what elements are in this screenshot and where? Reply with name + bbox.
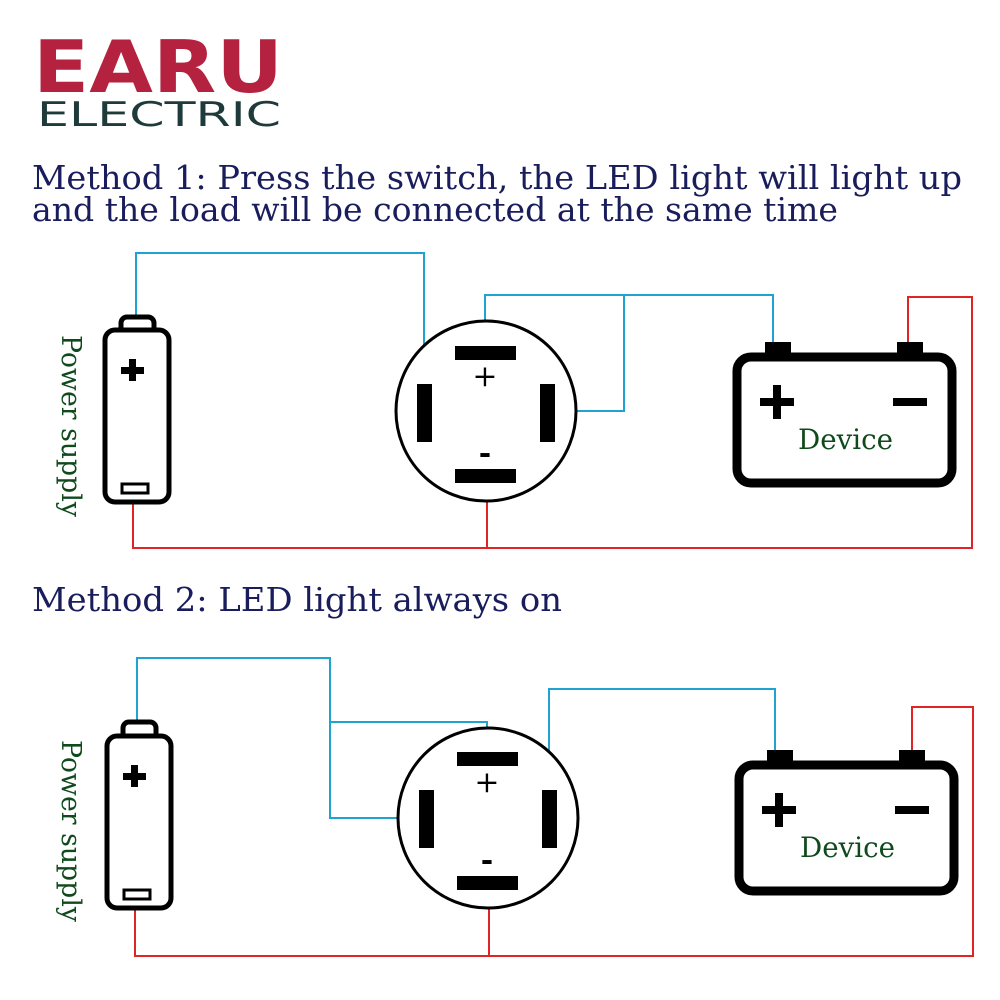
switch-plus-label: + (472, 359, 497, 394)
battery-icon (102, 314, 172, 505)
method-1-title-line-2: and the load will be connected at the sa… (32, 190, 838, 229)
method-1: Method 1: Press the switch, the LED ligh… (32, 158, 973, 549)
method-2: Method 2: LED light always on Power supp… (32, 580, 974, 957)
method-1-title-line-1: Method 1: Press the switch, the LED ligh… (32, 158, 962, 197)
brand-logo: EARU ELECTRIC (33, 25, 283, 135)
battery-label: Power supply (55, 335, 86, 518)
wire-positive (136, 657, 424, 819)
battery-label: Power supply (55, 740, 86, 923)
switch-minus-label: - (479, 436, 491, 471)
device-icon (732, 342, 957, 488)
switch-icon (394, 319, 578, 503)
wire-negative (134, 706, 974, 957)
battery-icon (104, 719, 174, 911)
wire-negative (132, 296, 973, 549)
device-icon (734, 750, 959, 896)
switch-minus-label: - (481, 843, 493, 878)
switch-icon (396, 726, 580, 910)
method-2-title: Method 2: LED light always on (32, 580, 562, 619)
brand-name: EARU (33, 25, 283, 109)
device-label: Device (798, 423, 893, 456)
switch-plus-label: + (474, 765, 499, 800)
brand-subtitle: ELECTRIC (37, 95, 281, 135)
wire-positive (135, 252, 425, 384)
device-label: Device (800, 831, 895, 864)
